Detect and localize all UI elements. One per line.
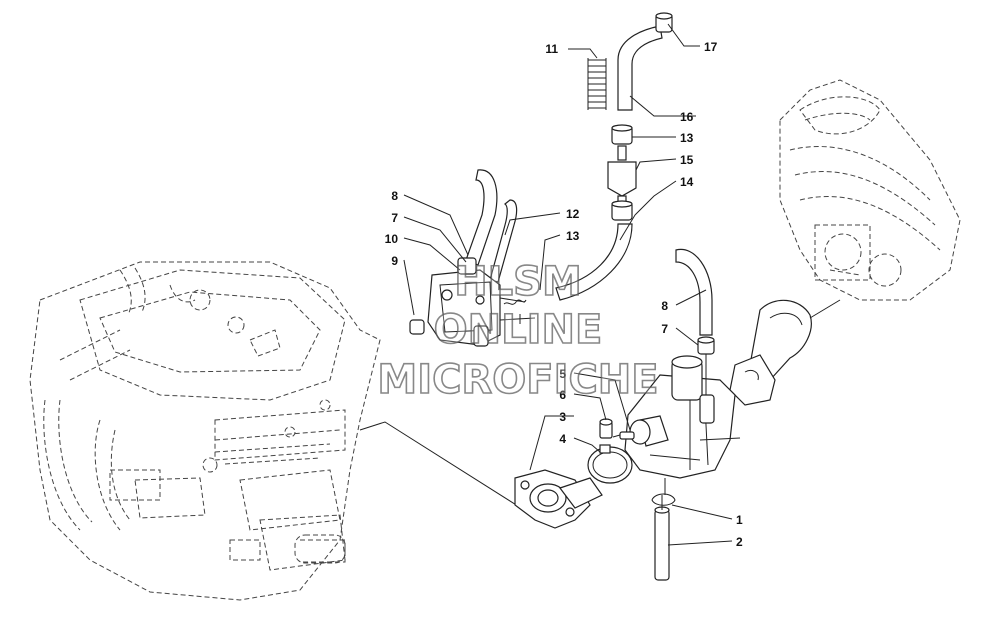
drain-hose-illustration [651, 493, 676, 581]
callout-12: 12 [566, 207, 580, 221]
callout-5: 5 [559, 367, 566, 381]
air-filter-housing-illustration [779, 79, 961, 301]
watermark-line-2: ONLINE [434, 307, 603, 353]
callout-11: 11 [545, 42, 558, 56]
callout-leader-lines [403, 23, 733, 546]
callout-6: 6 [559, 388, 566, 402]
callout-14: 14 [680, 175, 694, 189]
fuel-line-upper-illustration [587, 12, 673, 111]
callout-15: 15 [680, 153, 694, 167]
intake-boot-illustration [729, 299, 841, 406]
callout-7-right: 7 [661, 322, 668, 336]
carburetor-flange-illustration [514, 469, 603, 529]
callout-3: 3 [559, 410, 566, 424]
callout-2: 2 [736, 535, 743, 549]
callout-13: 13 [680, 131, 694, 145]
carburetor-illustration [624, 355, 741, 495]
fuel-filter-assembly-illustration [555, 124, 637, 301]
hose-clamp-illustration [587, 444, 633, 484]
callout-9: 9 [391, 254, 398, 268]
watermark-line-3: MICROFICHE [377, 357, 658, 403]
watermark-line-1: HLSM [454, 259, 582, 305]
callout-8-left: 8 [391, 189, 398, 203]
callout-16: 16 [680, 110, 694, 124]
screw-and-spacer-illustration [599, 418, 635, 440]
callout-17: 17 [704, 40, 718, 54]
spring-illustration [587, 58, 607, 110]
callout-labels: 11 17 16 13 15 14 8 7 12 13 10 9 8 7 5 6… [385, 40, 743, 549]
callout-7-left: 7 [391, 211, 398, 225]
callout-4: 4 [559, 432, 566, 446]
callout-10: 10 [385, 232, 399, 246]
engine-leader-line [359, 421, 541, 521]
callout-1: 1 [736, 513, 743, 527]
watermark: HLSM ONLINE MICROFICHE [377, 258, 660, 404]
callout-8-right: 8 [661, 299, 668, 313]
callout-13-lower: 13 [566, 229, 580, 243]
engine-block-illustration [29, 261, 381, 601]
vent-hose-illustration [675, 248, 715, 395]
